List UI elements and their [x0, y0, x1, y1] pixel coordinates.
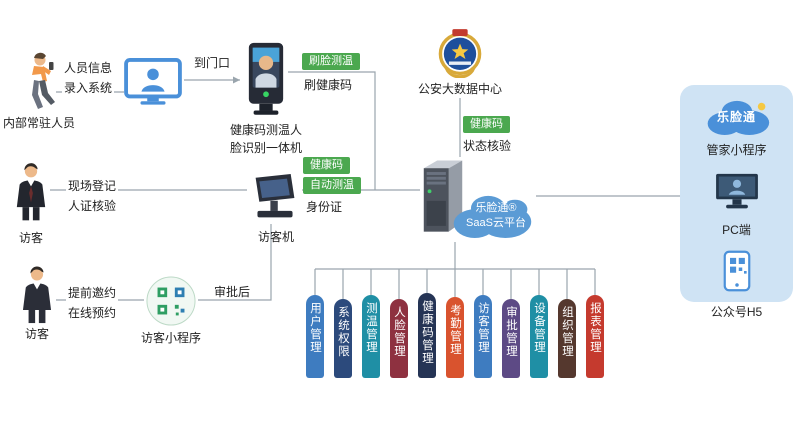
status-check-label: 状态核验: [463, 139, 512, 153]
module-label: 报表管理: [589, 302, 601, 354]
module-bar-face: 人脸管理: [390, 299, 408, 378]
module-label: 审批管理: [505, 306, 517, 358]
visitor-online-icon: [20, 266, 54, 329]
police-center-label: 公安大数据中心: [417, 82, 502, 96]
health-code-tag: 健康码: [303, 157, 350, 174]
server-tower-icon: [418, 158, 468, 243]
saas-cloud-icon: [448, 188, 536, 247]
registration-monitor-icon: [124, 58, 182, 113]
module-bar-healthcode: 健康码管理: [418, 293, 436, 378]
module-label: 健康码管理: [421, 300, 433, 365]
after-approval-label: 审批后: [214, 285, 251, 299]
module-label: 用户管理: [309, 302, 321, 354]
cloud-platform: SaaS云平台: [466, 216, 526, 229]
pc-monitor-icon: [714, 172, 760, 217]
visitor-machine-label: 访客机: [257, 230, 294, 244]
brand-cloud-logo: 乐脸通: [702, 97, 772, 137]
online-note: 提前邀约 在线预约: [66, 283, 119, 324]
module-bar-report: 报表管理: [586, 295, 604, 378]
module-bar-user: 用户管理: [306, 295, 324, 378]
police-health-code-tag: 健康码: [463, 116, 510, 133]
module-bar-organization: 组织管理: [558, 299, 576, 378]
walking-person-icon: [18, 52, 58, 117]
saas-cloud-label: 乐脸通® SaaS云平台: [458, 201, 534, 231]
visitor-machine-icon: [248, 174, 302, 227]
face-device-label: 健康码测温人 脸识别一体机: [229, 123, 302, 155]
visitor-miniprogram-qr-icon: [146, 276, 196, 331]
module-label: 访客管理: [477, 302, 489, 354]
face-temp-tag: 刷脸测温: [302, 53, 360, 70]
visitor-onsite-icon: [14, 162, 48, 227]
module-label: 设备管理: [533, 302, 545, 354]
id-card-label: 身份证: [306, 200, 343, 214]
onsite-note: 现场登记 人证核验: [66, 176, 119, 217]
module-label: 测温管理: [365, 302, 377, 354]
module-label: 系统权限: [337, 306, 349, 358]
health-scan-label: 刷健康码: [304, 78, 353, 92]
module-label: 组织管理: [561, 306, 573, 358]
auto-temp-tag: 自动测温: [303, 177, 361, 194]
client-panel: 乐脸通 管家小程序 PC端 公众号H: [680, 85, 793, 319]
internal-staff-label: 内部常驻人员: [2, 116, 75, 130]
internal-note: 人员信息 录入系统: [62, 58, 115, 99]
visitor-online-label: 访客: [24, 327, 49, 341]
housekeeper-miniprogram-label: 管家小程序: [706, 143, 767, 157]
visitor-onsite-label: 访客: [18, 231, 43, 245]
module-bar-visitor: 访客管理: [474, 295, 492, 378]
visitor-miniprogram-label: 访客小程序: [140, 331, 201, 345]
police-badge-icon: [437, 28, 483, 83]
module-label: 人脸管理: [393, 306, 405, 358]
module-bar-attendance: 考勤管理: [446, 297, 464, 378]
cloud-brand: 乐脸通®: [475, 202, 517, 214]
module-bar-device: 设备管理: [530, 295, 548, 378]
module-bar-approval: 审批管理: [502, 299, 520, 378]
module-bar-temperature: 测温管理: [362, 295, 380, 378]
brand-logo-text: 乐脸通: [716, 110, 756, 124]
module-bar-permissions: 系统权限: [334, 299, 352, 378]
phone-h5-icon: [723, 250, 751, 297]
pc-client-label: PC端: [722, 223, 751, 237]
face-recognition-device-icon: [246, 42, 286, 123]
module-label: 考勤管理: [449, 304, 461, 356]
to-door-label: 到门口: [194, 56, 231, 70]
official-account-h5-label: 公众号H5: [710, 305, 763, 319]
